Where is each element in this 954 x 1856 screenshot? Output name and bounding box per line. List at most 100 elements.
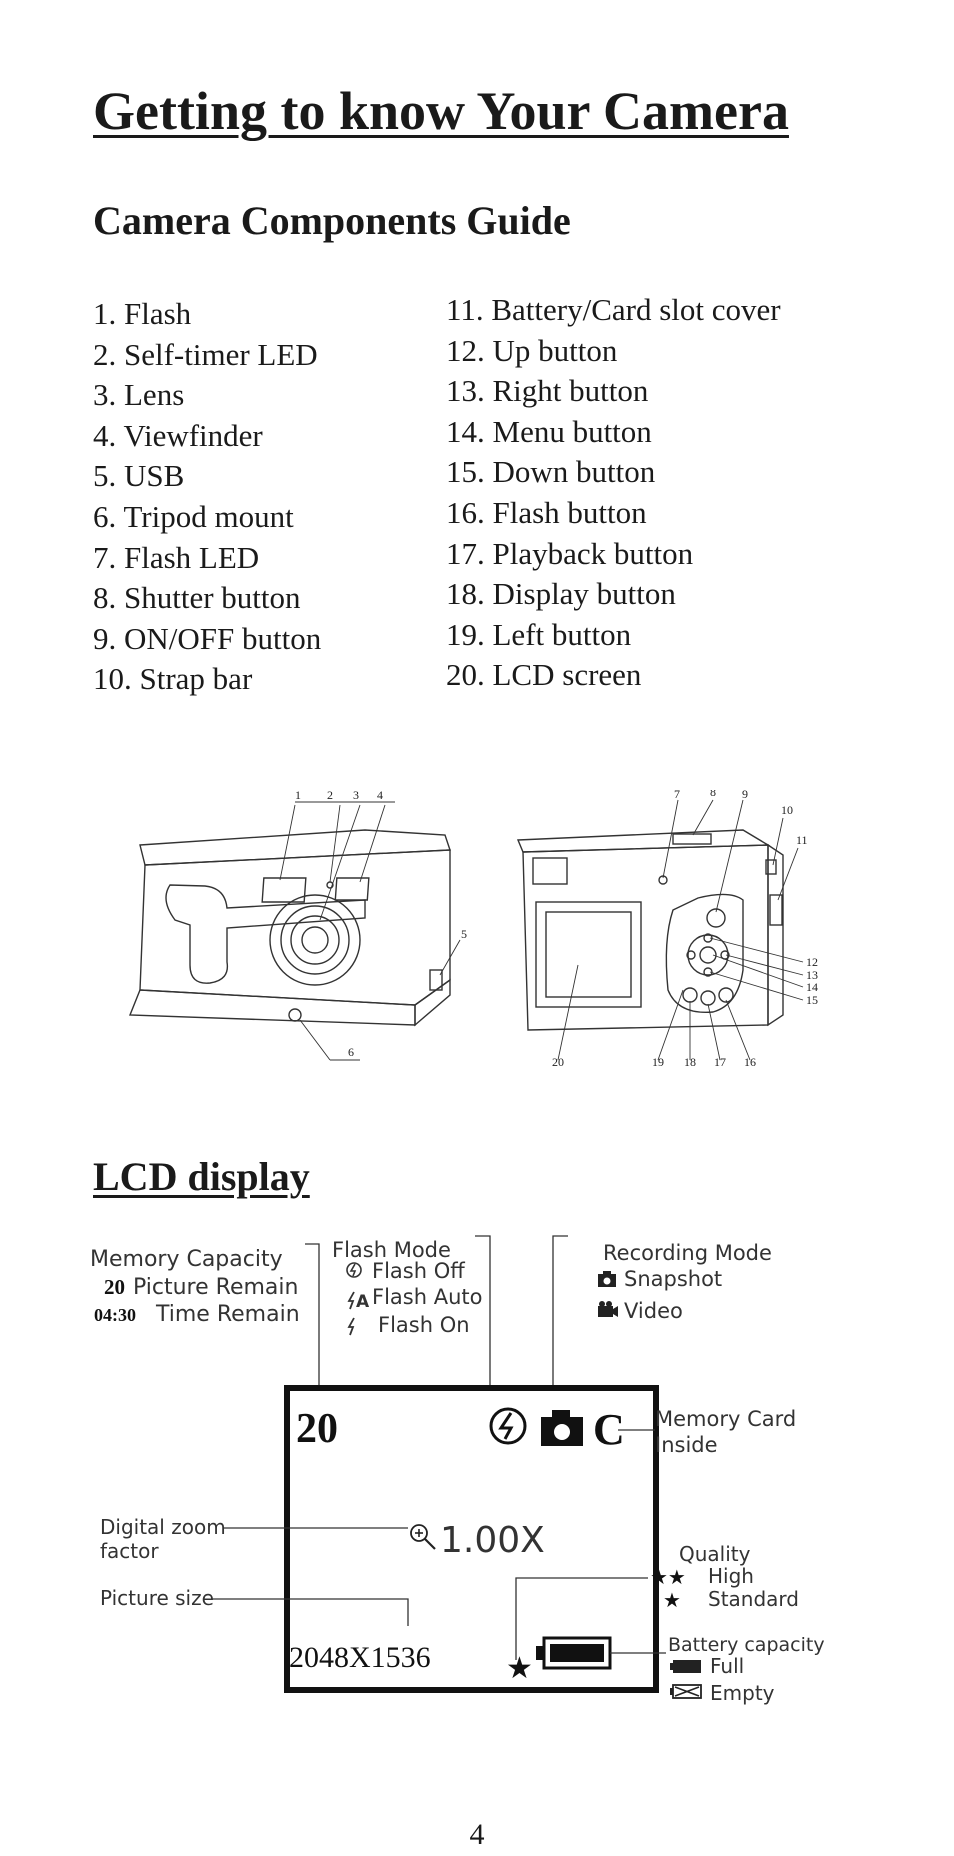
component-item: 6. Tripod mount (93, 498, 294, 534)
callout-line (305, 1243, 320, 1410)
picture-size-label: Picture size (100, 1586, 214, 1610)
playback-button (700, 990, 716, 1006)
flash-off-label: Flash Off (372, 1259, 465, 1283)
lcd-display-title: LCD display (93, 1154, 310, 1199)
part-number: 10 (781, 803, 793, 817)
shutter-button (672, 833, 712, 845)
component-item: 2. Self-timer LED (93, 336, 318, 372)
camera-back-illustration: 7 8 9 10 11 12 13 14 15 16 17 18 19 20 (516, 790, 818, 1069)
components-list-right: 11. Battery/Card slot cover 12. Up butto… (446, 290, 781, 696)
camera-front-illustration: 1 2 3 4 5 6 (128, 790, 467, 1061)
component-item: 20. LCD screen (446, 657, 642, 693)
component-item: 15. Down button (446, 454, 656, 490)
memory-card-label-2: Inside (655, 1433, 718, 1457)
display-button (682, 987, 698, 1003)
flash-auto-icon (347, 1291, 355, 1310)
flash-mode-label: Flash Mode (332, 1238, 451, 1262)
battery-empty-icon (670, 1684, 702, 1699)
quality-label: Quality (679, 1542, 751, 1566)
component-item: 1. Flash (93, 296, 192, 331)
picture-count-value: 20 (104, 1275, 125, 1299)
component-item: 4. Viewfinder (93, 417, 263, 453)
callout-line (707, 1003, 721, 1061)
flash-off-icon (346, 1262, 362, 1278)
lcd-screen-glass (545, 911, 632, 998)
callout-line (709, 971, 804, 1001)
quality-standard-label: Standard (708, 1587, 799, 1611)
usb-port (429, 969, 443, 991)
part-number: 15 (806, 993, 818, 1007)
part-number: 20 (552, 1055, 564, 1069)
part-number: 19 (652, 1055, 664, 1069)
part-number: 4 (377, 790, 383, 802)
callout-line (279, 804, 296, 881)
component-item: 10. Strap bar (93, 661, 253, 697)
quality-high-icon: ★★ (650, 1567, 686, 1589)
callout-line (772, 817, 784, 866)
component-item: 9. ON/OFF button (93, 620, 322, 656)
battery-empty-label: Empty (710, 1681, 775, 1705)
part-number: 18 (684, 1055, 696, 1069)
video-camera-icon (598, 1301, 618, 1317)
down-button (703, 967, 713, 977)
callout-line (299, 1019, 331, 1061)
callout-line (709, 937, 804, 963)
camera-body-top (139, 829, 451, 866)
callout-line (212, 1598, 409, 1626)
part-number: 13 (806, 968, 818, 982)
camera-body-side (414, 978, 451, 1027)
screen-camera-icon (541, 1410, 583, 1446)
recording-mode-label: Recording Mode (603, 1241, 772, 1265)
part-number: 12 (806, 955, 818, 969)
time-remain-value: 04:30 (94, 1305, 136, 1325)
callout-line (515, 1577, 648, 1660)
callout-line (439, 939, 461, 976)
component-item: 17. Playback button (446, 535, 694, 571)
callout-line (662, 799, 679, 879)
part-number: 7 (674, 790, 680, 801)
digital-zoom-label-2: factor (100, 1539, 159, 1563)
part-number: 14 (806, 980, 818, 994)
dpad-outer (687, 934, 729, 976)
component-item: 3. Lens (93, 377, 185, 413)
screen-flash-off-icon (489, 1407, 527, 1445)
callout-line (712, 954, 804, 988)
memory-card-label: Memory Card (655, 1407, 796, 1431)
quality-standard-icon: ★ (663, 1590, 681, 1612)
callout-line (725, 999, 751, 1061)
lens-ring-inner (290, 915, 340, 965)
flash-on-label: Flash On (378, 1313, 470, 1337)
flash-auto-icon-letter: A (356, 1292, 370, 1312)
callout-line (715, 799, 744, 913)
screen-quality-star: ★ (506, 1652, 533, 1685)
part-number: 1 (295, 790, 301, 802)
camera-body-side (767, 843, 784, 1027)
lens-ring (280, 905, 350, 975)
component-item: 14. Menu button (446, 413, 652, 449)
battery-full-icon (670, 1660, 701, 1673)
callout-line (725, 954, 804, 976)
part-number: 17 (714, 1055, 726, 1069)
callout-line (692, 799, 714, 836)
part-number: 3 (353, 790, 359, 802)
screen-picture-count: 20 (296, 1406, 338, 1452)
viewfinder-window (334, 877, 370, 901)
up-button (703, 933, 713, 943)
screen-zoom-value: 1.00X (440, 1520, 545, 1561)
battery-cover (769, 894, 783, 926)
quality-high-label: High (708, 1564, 754, 1588)
callout-line (552, 1235, 568, 1410)
battery-capacity-label: Battery capacity (668, 1634, 825, 1656)
callout-line (777, 847, 799, 901)
part-number: 11 (796, 833, 808, 847)
left-button (686, 950, 696, 960)
component-item: 5. USB (93, 458, 185, 494)
page-number: 4 (469, 1818, 485, 1851)
snapshot-label: Snapshot (624, 1267, 722, 1291)
lcd-display-diagram: Memory Capacity 20 Picture Remain 04:30 … (90, 1235, 825, 1705)
callout-line (557, 964, 579, 1061)
flash-window (261, 877, 307, 903)
callout-line (657, 989, 684, 1061)
camera-body-bottom (128, 989, 416, 1026)
components-list-left: 1. Flash 2. Self-timer LED 3. Lens 4. Vi… (93, 294, 321, 700)
